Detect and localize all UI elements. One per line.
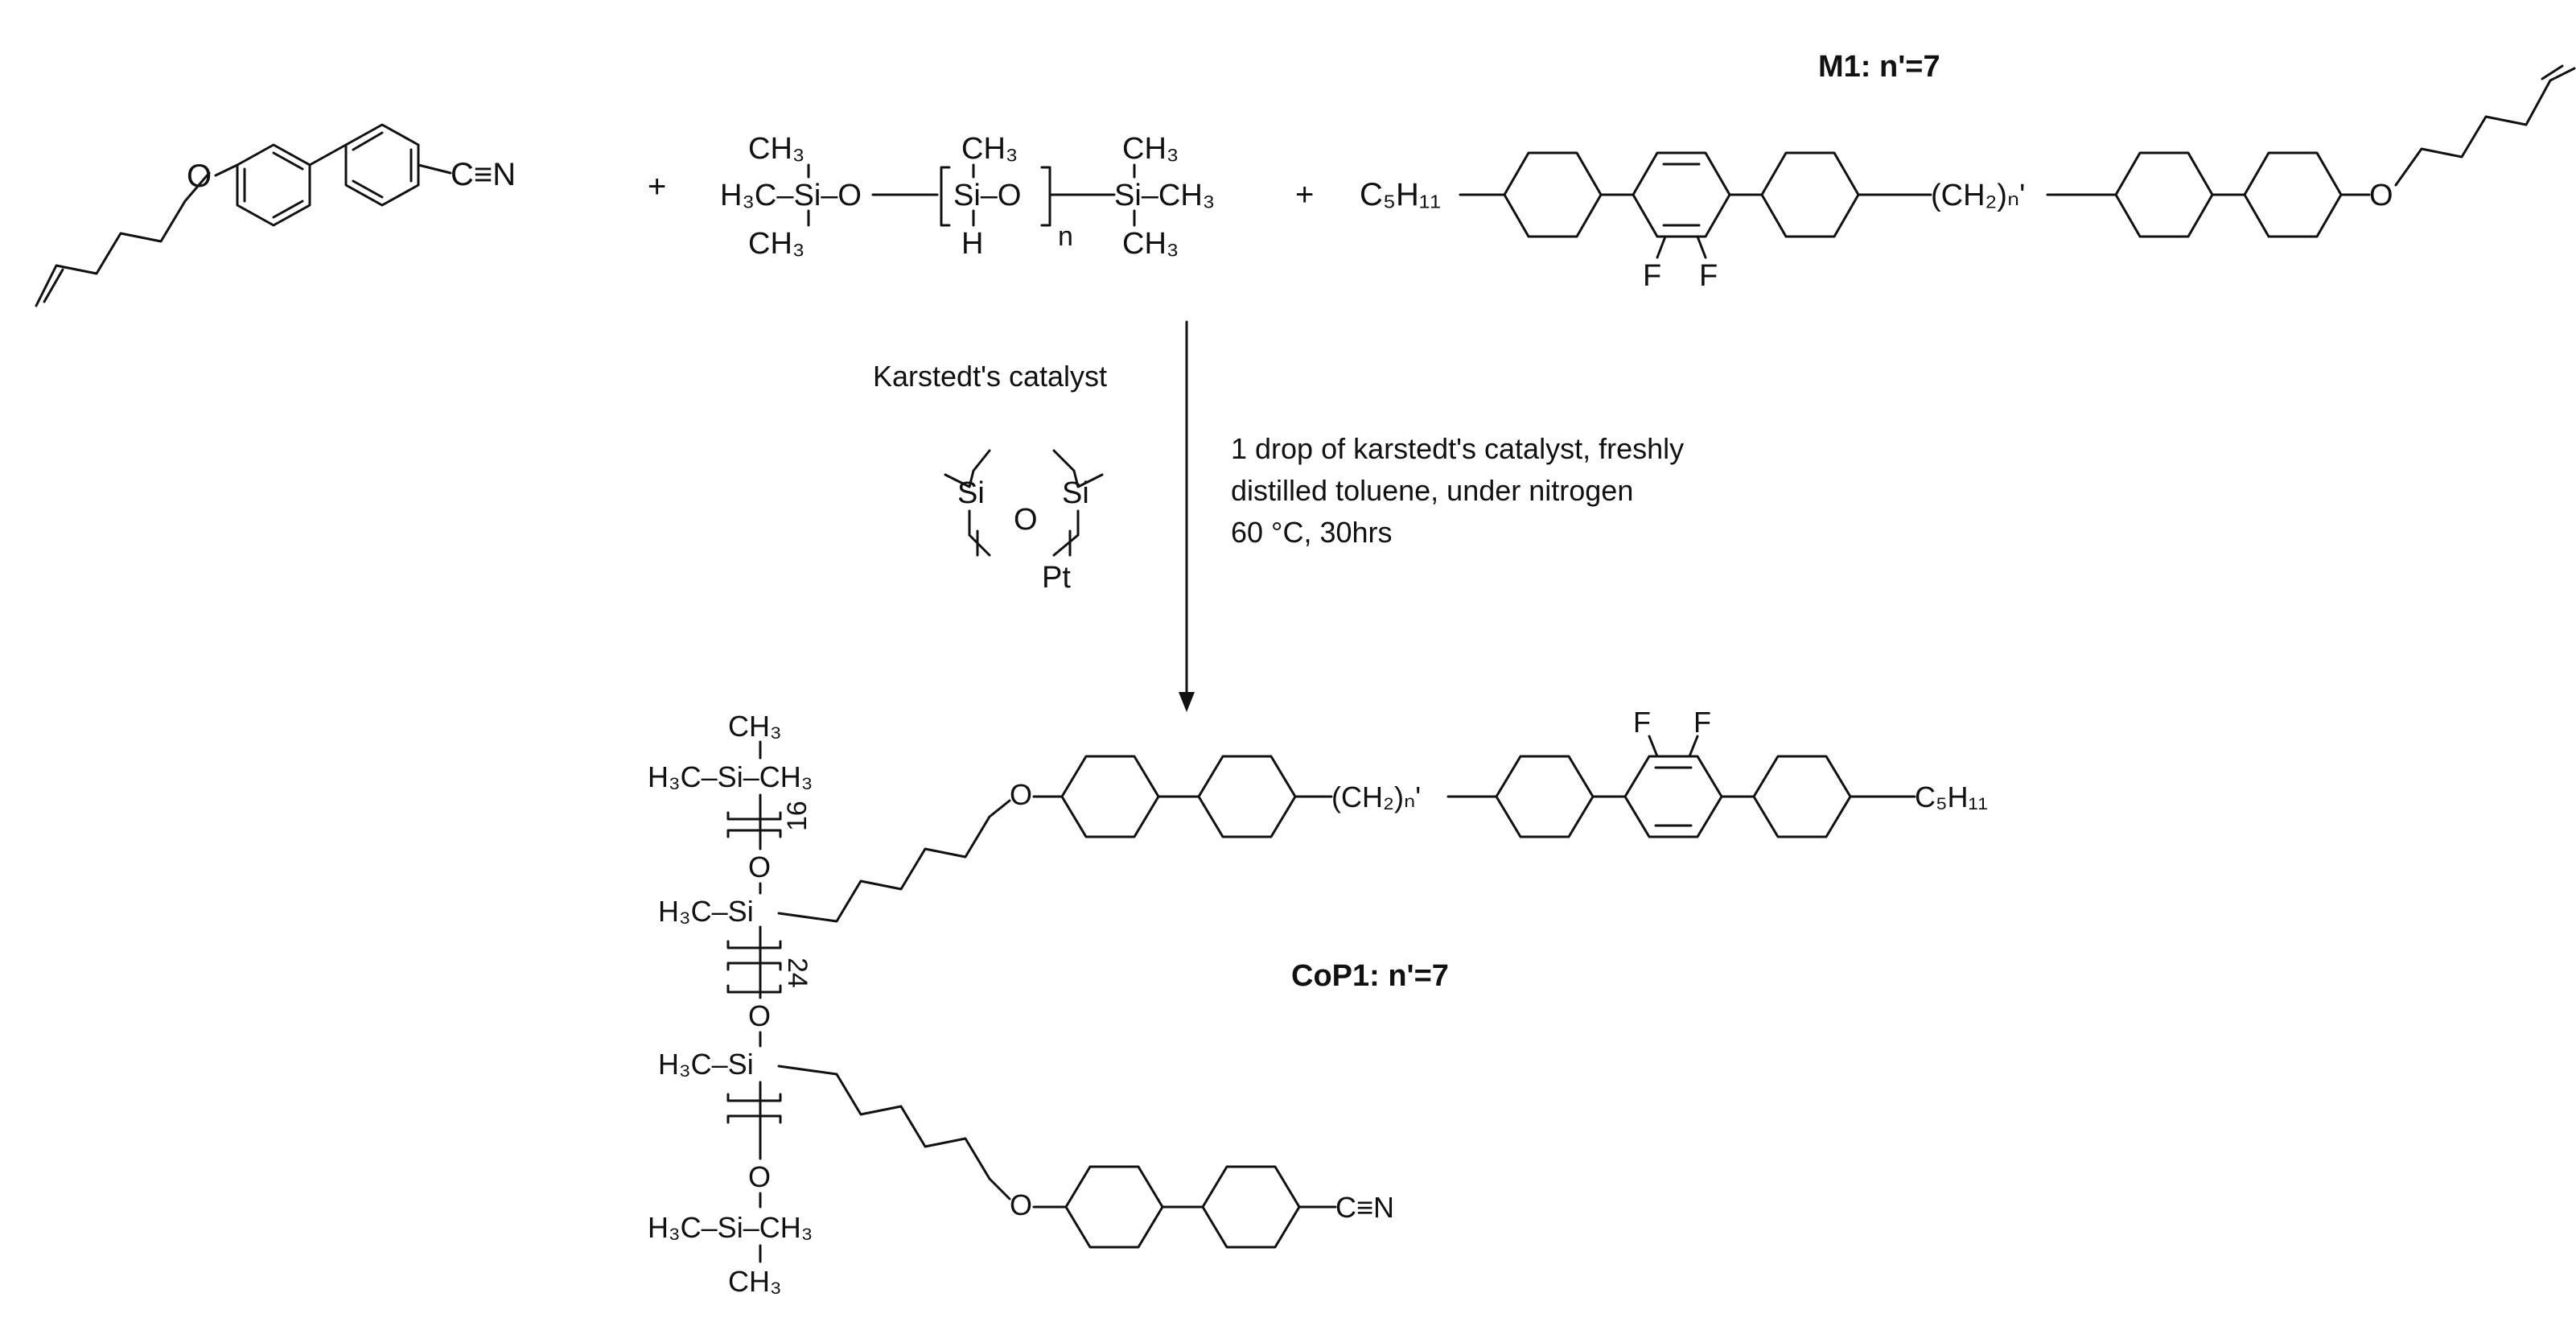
product-si-mid: H₃C–Si: [658, 895, 754, 928]
product-si-low: H₃C–Si: [658, 1048, 754, 1081]
product-oxygen-2: O: [748, 999, 771, 1032]
conditions-line-2: distilled toluene, under nitrogen: [1231, 474, 1633, 507]
siloxane-repeat-unit: Si–O: [953, 179, 1021, 212]
product-spacer: (CH₂)ₙ': [1331, 780, 1421, 813]
conditions-line-1: 1 drop of karstedt's catalyst, freshly: [1231, 432, 1684, 465]
m1-c5h11: C₅H₁₁: [1360, 177, 1441, 212]
siloxane-left-end: H₃C–Si–O: [720, 179, 862, 212]
product-bottom-ch3: CH₃: [728, 1265, 782, 1298]
ether-oxygen-label: O: [187, 159, 212, 194]
product-top-ch3: CH₃: [728, 710, 782, 743]
product-lower-ether-o: O: [1010, 1188, 1032, 1221]
karstedt-catalyst-structure: Si O Si Pt: [944, 449, 1104, 595]
m1-fluorine-1: F: [1643, 259, 1661, 293]
conditions-line-3: 60 °C, 30hrs: [1231, 516, 1393, 549]
product-upper-ether-o: O: [1010, 778, 1032, 811]
siloxane-repeat-n: n: [1058, 221, 1073, 252]
product-c5h11: C₅H₁₁: [1915, 780, 1988, 813]
product-bottom-si: H₃C–Si–CH₃: [648, 1211, 813, 1244]
m1-fluorine-2: F: [1699, 259, 1718, 293]
product-repeat-24: 24: [782, 958, 813, 988]
siloxane-repeat-h: H: [961, 227, 983, 261]
cyano-monomer: + O C≡N: [35, 123, 516, 307]
catalyst-platinum: Pt: [1042, 561, 1071, 595]
siloxane-reactant: CH₃ H₃C–Si–O CH₃ CH₃ Si–O H n CH₃ Si–CH₃…: [720, 132, 1215, 261]
cop1-product: CoP1: n'=7 CH₃ H₃C–Si–CH₃ 16 O H₃C–Si 24…: [648, 706, 1988, 1298]
catalyst-name: Karstedt's catalyst: [873, 360, 1107, 393]
product-nitrile: C≡N: [1335, 1191, 1394, 1224]
siloxane-ch3-bottom-left: CH₃: [748, 227, 804, 261]
m1-spacer: (CH₂)ₙ': [1931, 179, 2025, 212]
siloxane-repeat-ch3: CH₃: [961, 132, 1018, 166]
product-oxygen-3: O: [748, 1160, 771, 1193]
product-top-si: H₃C–Si–CH₃: [648, 760, 813, 793]
siloxane-ch3-top-left: CH₃: [748, 132, 804, 166]
product-oxygen-1: O: [748, 850, 771, 883]
siloxane-right-end: Si–CH₃: [1114, 179, 1215, 212]
catalyst-oxygen: O: [1014, 503, 1038, 537]
plus-sign-2: +: [1295, 177, 1314, 212]
nitrile-label: C≡N: [451, 157, 516, 192]
catalyst-si-right: Si: [1062, 476, 1089, 510]
arrow-head: [1179, 692, 1195, 712]
m1-monomer: M1: n'=7 C₅H₁₁ F F (CH₂)ₙ' O: [1360, 50, 2576, 293]
m1-name: M1: n'=7: [1818, 50, 1940, 84]
product-fluorine-2: F: [1693, 706, 1711, 739]
plus-sign-1: +: [648, 169, 666, 204]
product-fluorine-1: F: [1633, 706, 1651, 739]
product-name: CoP1: n'=7: [1291, 959, 1449, 993]
siloxane-ch3-top-right: CH₃: [1122, 132, 1179, 166]
siloxane-ch3-bottom-right: CH₃: [1122, 227, 1179, 261]
product-repeat-16: 16: [782, 801, 813, 831]
m1-ether-oxygen: O: [2369, 179, 2393, 212]
